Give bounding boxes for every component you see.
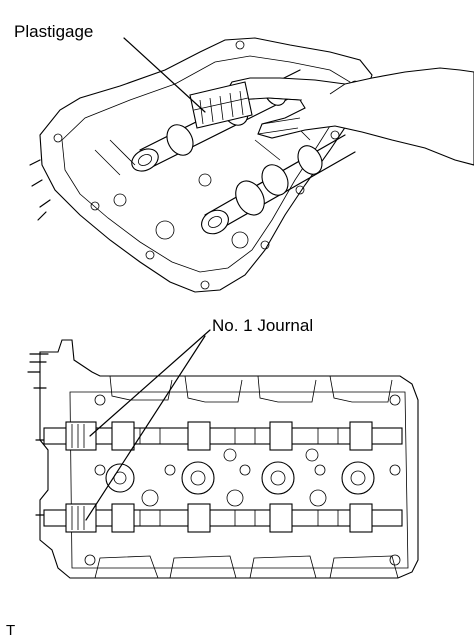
figure-code: T (6, 622, 16, 639)
plastigage-callout: Plastigage (14, 22, 94, 41)
cylinder-head-plan (27, 339, 419, 579)
no1-journal-callout: No. 1 Journal (212, 316, 314, 335)
hand (225, 67, 474, 166)
plastigage-strip (189, 81, 253, 129)
plastigage-leader (123, 37, 206, 113)
journal-leader-upper (89, 329, 211, 437)
journal-leader-lower (85, 335, 206, 521)
cylinder-head-isometric (29, 37, 373, 293)
